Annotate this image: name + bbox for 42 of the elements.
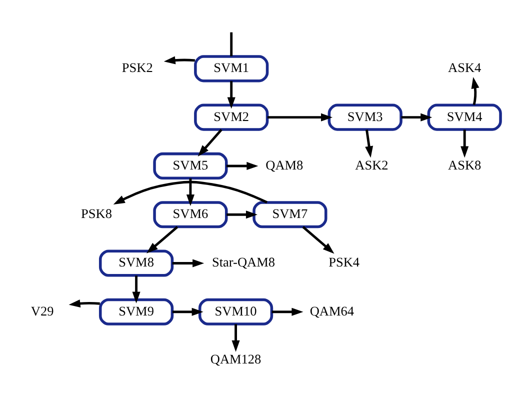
arrow <box>68 298 100 307</box>
arrow <box>267 112 333 121</box>
arrow <box>232 324 240 352</box>
node-text: PSK2 <box>122 60 153 75</box>
node-text: QAM8 <box>266 156 304 172</box>
arrow <box>226 161 258 170</box>
arrow <box>365 129 374 158</box>
node-box: SVM5 <box>153 152 228 180</box>
node-text: ASK8 <box>448 156 482 172</box>
node-text: V29 <box>30 302 54 318</box>
node-box: SVM8 <box>98 249 174 276</box>
arrow <box>186 178 194 206</box>
arrow <box>302 226 334 254</box>
arrow <box>113 180 268 204</box>
node-text: ASK4 <box>448 60 482 75</box>
node-text: ASK2 <box>355 156 388 172</box>
arrow <box>272 307 304 316</box>
arrow <box>401 112 432 121</box>
arrow <box>227 80 236 108</box>
node-text: QAM64 <box>310 302 354 318</box>
node-box: SVM4 <box>427 103 502 130</box>
arrow <box>460 129 469 158</box>
node-box: SVM1 <box>194 54 269 82</box>
arrow <box>146 226 178 253</box>
node-text: QAM128 <box>210 350 262 366</box>
node-box: SVM2 <box>194 103 269 130</box>
node-box: SVM3 <box>328 103 402 130</box>
arrow <box>471 76 480 105</box>
arrow <box>132 275 140 303</box>
node-text: Star-QAM8 <box>212 254 276 270</box>
node-box: SVM10 <box>198 298 274 325</box>
arrow <box>164 56 196 64</box>
node-box: SVM6 <box>153 200 228 228</box>
node-text: PSK8 <box>81 206 112 221</box>
arrow <box>226 210 258 218</box>
node-box: SVM7 <box>252 200 328 228</box>
connector <box>230 32 233 56</box>
arrow <box>172 307 204 316</box>
arrow <box>172 258 204 267</box>
node-text: PSK4 <box>328 254 360 270</box>
node-box: SVM9 <box>98 298 174 325</box>
arrow <box>198 128 222 156</box>
